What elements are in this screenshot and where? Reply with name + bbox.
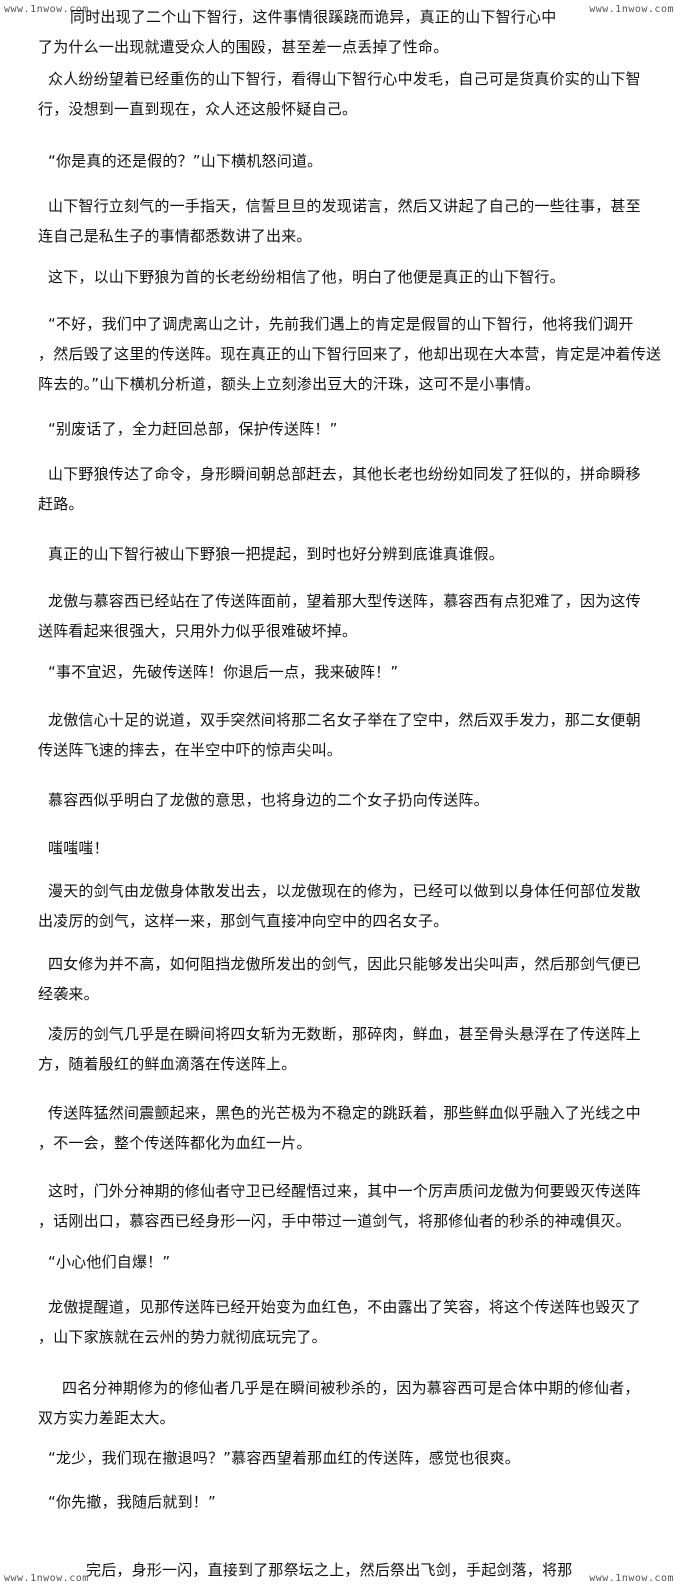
paragraph: 传送阵猛然间震颤起来，黑色的光芒极为不稳定的跳跃着，那些鲜血似乎融入了光线之中 ，… xyxy=(38,1098,670,1158)
paragraph-line: 经袭来。 xyxy=(38,985,99,1003)
paragraph: 凌厉的剑气几乎是在瞬间将四女斩为无数断，那碎肉，鲜血，甚至骨头悬浮在了传送阵上方… xyxy=(38,1019,670,1079)
paragraph-line: 方，随着殷红的鲜血滴落在传送阵上。 xyxy=(38,1055,297,1073)
paragraph-line: 山下野狼传达了命令，身形瞬间朝总部赶去，其他长老也纷纷如同发了狂似的，拼命瞬移 xyxy=(48,465,641,483)
paragraph: “小心他们自爆！” xyxy=(38,1247,670,1277)
paragraph: 完后，身形一闪，直接到了那祭坛之上，然后祭出飞剑，手起剑落，将那 xyxy=(38,1555,670,1585)
watermark-bottom-right: www.1nwow.com xyxy=(589,1573,674,1584)
paragraph-line: 出凌厉的剑气，这样一来，那剑气直接冲向空中的四名女子。 xyxy=(38,912,449,930)
paragraph-line: 慕容西似乎明白了龙傲的意思，也将身边的二个女子扔向传送阵。 xyxy=(48,791,489,809)
paragraph: 山下智行立刻气的一手指天，信誓旦旦的发现诺言，然后又讲起了自己的一些往事，甚至连… xyxy=(38,191,670,251)
paragraph: “事不宜迟，先破传送阵！你退后一点，我来破阵！” xyxy=(38,657,670,687)
paragraph-line: 传送阵飞速的摔去，在半空中吓的惊声尖叫。 xyxy=(38,741,343,759)
paragraph-line: 传送阵猛然间震颤起来，黑色的光芒极为不稳定的跳跃着，那些鲜血似乎融入了光线之中 xyxy=(48,1104,641,1122)
paragraph-line: ，不一会，整个传送阵都化为血红一片。 xyxy=(38,1134,312,1152)
paragraph-line: “不好，我们中了调虎离山之计，先前我们遇上的肯定是假冒的山下智行，他将我们调开 xyxy=(48,315,634,333)
paragraph-line: “龙少，我们现在撤退吗？”慕容西望着那血红的传送阵，感觉也很爽。 xyxy=(48,1449,520,1467)
watermark-top-left: www.1nwow.com xyxy=(4,4,89,15)
paragraph: “你是真的还是假的？”山下横机怒问道。 xyxy=(38,146,670,176)
paragraph: “你先撤，我随后就到！” xyxy=(38,1487,670,1517)
paragraph-line: 同时出现了二个山下智行，这件事情很蹊跷而诡异，真正的山下智行心中 xyxy=(70,8,557,26)
paragraph-line: 嗤嗤嗤！ xyxy=(48,839,109,857)
paragraph: 四女修为并不高，如何阻挡龙傲所发出的剑气，因此只能够发出尖叫声，然后那剑气便已经… xyxy=(38,949,670,1009)
paragraph-line: “别废话了，全力赶回总部，保护传送阵！” xyxy=(48,420,338,438)
paragraph: “不好，我们中了调虎离山之计，先前我们遇上的肯定是假冒的山下智行，他将我们调开 ，… xyxy=(38,309,670,399)
paragraph-line: 凌厉的剑气几乎是在瞬间将四女斩为无数断，那碎肉，鲜血，甚至骨头悬浮在了传送阵上 xyxy=(48,1025,641,1043)
paragraph-line: ，话刚出口，慕容西已经身形一闪，手中带过一道剑气，将那修仙者的秒杀的神魂俱灭。 xyxy=(38,1212,631,1230)
paragraph: 这时，门外分神期的修仙者守卫已经醒悟过来，其中一个厉声质问龙傲为何要毁灭传送阵 ，… xyxy=(38,1176,670,1236)
paragraph-line: 漫天的剑气由龙傲身体散发出去，以龙傲现在的修为，已经可以做到以身体任何部位发散 xyxy=(48,882,641,900)
paragraph-line: 真正的山下智行被山下野狼一把提起，到时也好分辨到底谁真谁假。 xyxy=(48,545,505,563)
paragraph: 真正的山下智行被山下野狼一把提起，到时也好分辨到底谁真谁假。 xyxy=(38,539,670,569)
paragraph-line: 阵去的。”山下横机分析道，额头上立刻渗出豆大的汗珠，这可不是小事情。 xyxy=(38,375,541,393)
paragraph: 龙傲信心十足的说道，双手突然间将那二名女子举在了空中，然后双手发力，那二女便朝传… xyxy=(38,705,670,765)
paragraph-line: 龙傲信心十足的说道，双手突然间将那二名女子举在了空中，然后双手发力，那二女便朝 xyxy=(48,711,641,729)
paragraph: 漫天的剑气由龙傲身体散发出去，以龙傲现在的修为，已经可以做到以身体任何部位发散出… xyxy=(38,876,670,936)
watermark-top-right: www.1nwow.com xyxy=(589,4,674,15)
paragraph-line: “你是真的还是假的？”山下横机怒问道。 xyxy=(48,152,323,170)
paragraph: 龙傲与慕容西已经站在了传送阵面前，望着那大型传送阵，慕容西有点犯难了，因为这传送… xyxy=(38,586,670,646)
paragraph: 嗤嗤嗤！ xyxy=(38,833,670,863)
paragraph-line: 四女修为并不高，如何阻挡龙傲所发出的剑气，因此只能够发出尖叫声，然后那剑气便已 xyxy=(48,955,641,973)
paragraph-line: “小心他们自爆！” xyxy=(48,1253,171,1271)
paragraph-line: 四名分神期修为的修仙者几乎是在瞬间被秒杀的，因为慕容西可是合体中期的修仙者， xyxy=(62,1379,640,1397)
paragraph-line: 赶路。 xyxy=(38,495,84,513)
paragraph: “龙少，我们现在撤退吗？”慕容西望着那血红的传送阵，感觉也很爽。 xyxy=(38,1443,670,1473)
paragraph-line: 送阵看起来很强大，只用外力似乎很难破坏掉。 xyxy=(38,622,358,640)
paragraph: 这下，以山下野狼为首的长老纷纷相信了他，明白了他便是真正的山下智行。 xyxy=(38,262,670,292)
paragraph-line: ，然后毁了这里的传送阵。现在真正的山下智行回来了，他却出现在大本营，肯定是冲着传… xyxy=(38,345,662,363)
paragraph-line: 连自己是私生子的事情都悉数讲了出来。 xyxy=(38,227,312,245)
paragraph-line: 这下，以山下野狼为首的长老纷纷相信了他，明白了他便是真正的山下智行。 xyxy=(48,268,565,286)
paragraph-line: 这时，门外分神期的修仙者守卫已经醒悟过来，其中一个厉声质问龙傲为何要毁灭传送阵 xyxy=(48,1182,641,1200)
paragraph-line: 山下智行立刻气的一手指天，信誓旦旦的发现诺言，然后又讲起了自己的一些往事，甚至 xyxy=(48,197,641,215)
paragraph: “别废话了，全力赶回总部，保护传送阵！” xyxy=(38,414,670,444)
paragraph-line: 双方实力差距太大。 xyxy=(38,1409,175,1427)
paragraph-line: 众人纷纷望着已经重伤的山下智行，看得山下智行心中发毛，自己可是货真价实的山下智 xyxy=(48,70,641,88)
paragraph-line: 龙傲提醒道，见那传送阵已经开始变为血红色，不由露出了笑容，将这个传送阵也毁灭了 xyxy=(48,1298,641,1316)
paragraph: 同时出现了二个山下智行，这件事情很蹊跷而诡异，真正的山下智行心中了为什么一出现就… xyxy=(38,2,670,62)
paragraph: 四名分神期修为的修仙者几乎是在瞬间被秒杀的，因为慕容西可是合体中期的修仙者， 双方… xyxy=(38,1373,670,1433)
paragraph: 慕容西似乎明白了龙傲的意思，也将身边的二个女子扔向传送阵。 xyxy=(38,785,670,815)
paragraph-line: 龙傲与慕容西已经站在了传送阵面前，望着那大型传送阵，慕容西有点犯难了，因为这传 xyxy=(48,592,641,610)
paragraph-line: 了为什么一出现就遭受众人的围殴，甚至差一点丢掉了性命。 xyxy=(38,38,449,56)
watermark-bottom-left: www.1nwow.com xyxy=(4,1573,89,1584)
paragraph-line: “你先撤，我随后就到！” xyxy=(48,1493,216,1511)
paragraph-line: 完后，身形一闪，直接到了那祭坛之上，然后祭出飞剑，手起剑落，将那 xyxy=(86,1561,573,1579)
paragraph: 山下野狼传达了命令，身形瞬间朝总部赶去，其他长老也纷纷如同发了狂似的，拼命瞬移赶… xyxy=(38,459,670,519)
paragraph-line: “事不宜迟，先破传送阵！你退后一点，我来破阵！” xyxy=(48,663,399,681)
paragraph-line: 行，没想到一直到现在，众人还这般怀疑自己。 xyxy=(38,100,358,118)
paragraph-line: ，山下家族就在云州的势力就彻底玩完了。 xyxy=(38,1328,327,1346)
paragraph: 众人纷纷望着已经重伤的山下智行，看得山下智行心中发毛，自己可是货真价实的山下智行… xyxy=(38,64,670,124)
paragraph: 龙傲提醒道，见那传送阵已经开始变为血红色，不由露出了笑容，将这个传送阵也毁灭了 ，… xyxy=(38,1292,670,1352)
